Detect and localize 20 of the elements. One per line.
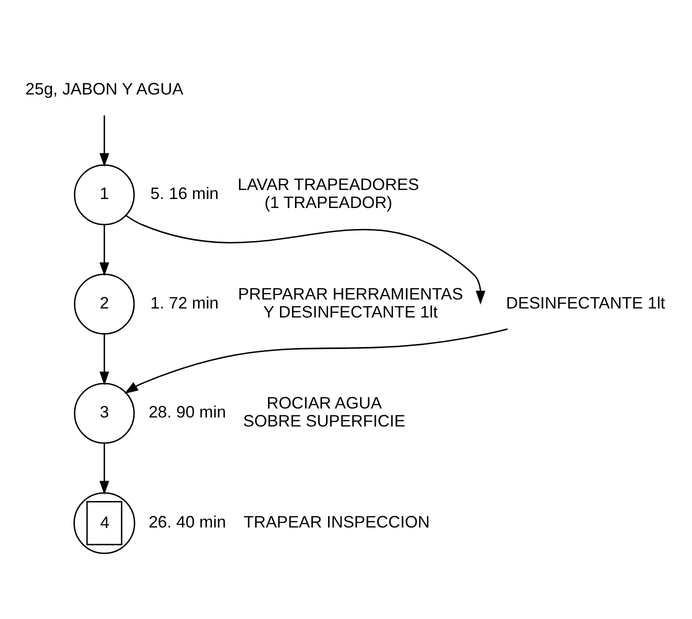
node-label: TRAPEAR INSPECCION bbox=[244, 512, 430, 532]
node-label: 5. 16 min bbox=[150, 184, 219, 204]
node-circle: 4 bbox=[73, 492, 136, 554]
arrow bbox=[100, 115, 110, 168]
arrow bbox=[100, 224, 110, 276]
node-label: PREPARAR HERRAMIENTAS Y DESINFECTANTE 1lt bbox=[238, 284, 464, 322]
node-text: DESINFECTANTE 1lt bbox=[506, 293, 666, 312]
node-label: 28. 90 min bbox=[148, 402, 226, 422]
node-circle: 2 bbox=[74, 274, 135, 334]
node-text: 25g, JABON Y AGUA bbox=[25, 80, 184, 99]
arrow bbox=[100, 443, 110, 495]
arrow bbox=[100, 334, 110, 386]
node-circle: 1 bbox=[74, 164, 135, 226]
node-label: 26. 40 min bbox=[148, 512, 226, 532]
node-label: 1. 72 min bbox=[150, 293, 219, 312]
arrow bbox=[126, 214, 486, 305]
arrow bbox=[124, 328, 508, 394]
node-label: LAVAR TRAPEADORES (1 TRAPEADOR) bbox=[238, 175, 420, 212]
node-circle: 3 bbox=[74, 382, 135, 444]
node-label: ROCIAR AGUA SOBRE SUPERFICIE bbox=[243, 394, 406, 431]
